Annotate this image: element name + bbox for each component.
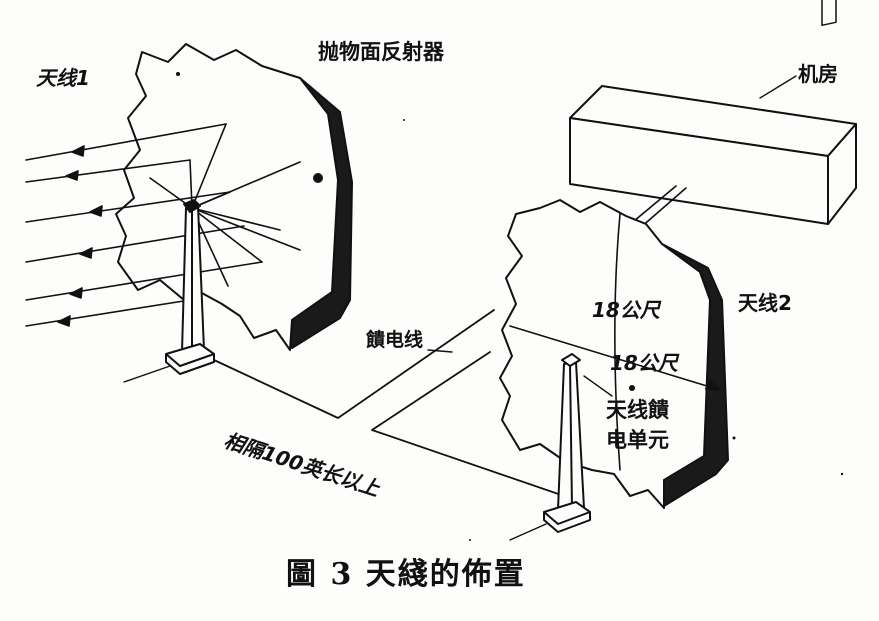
- antenna2-reflector: [499, 199, 729, 509]
- room-cable-2: [639, 187, 687, 229]
- feed-line-upper: [213, 309, 495, 419]
- antenna1-incoming-rays: [25, 123, 263, 327]
- antenna1-mast-base: [165, 343, 215, 375]
- antenna2-focus-dot: [629, 385, 635, 391]
- reflected-ray-7: [191, 207, 301, 251]
- ray-1: [25, 123, 227, 161]
- ray-4: [25, 225, 245, 263]
- antenna1-focus-dot: [313, 173, 323, 183]
- reflected-ray-5: [191, 161, 301, 209]
- antenna1-reflector: [115, 43, 353, 351]
- paper-specks: [403, 119, 844, 541]
- machine-room-label: 机房: [798, 62, 838, 86]
- antenna2-width-label: 18公尺: [610, 351, 678, 375]
- antenna2-reflector-face: [499, 199, 711, 509]
- antenna1-reflector-face: [115, 43, 339, 351]
- feed-line: [213, 309, 571, 499]
- feed-line-lower: [371, 351, 571, 499]
- antenna1-feed-mast: [123, 199, 215, 383]
- machine-room-leader: [759, 75, 797, 99]
- feed-line-label: 饋电线: [366, 329, 424, 351]
- parabolic-reflector-label: 抛物面反射器: [318, 40, 444, 64]
- ray-arrows: [57, 145, 103, 327]
- antenna2-mast-top: [561, 353, 581, 367]
- ray-5: [25, 261, 263, 301]
- antenna2-height-label: 18公尺: [592, 298, 660, 322]
- antenna2-feed-mast: [509, 353, 613, 541]
- reflected-ray-9: [191, 207, 263, 263]
- antenna1-mast-top: [183, 199, 201, 213]
- antenna2-label: 天线2: [738, 291, 792, 315]
- antenna2-mast-edge: [569, 363, 573, 509]
- antenna1-label: 天线1: [36, 66, 90, 90]
- ray-6: [25, 299, 191, 327]
- antenna1-face-dot: [176, 72, 180, 76]
- antenna2-ground-line: [509, 523, 547, 541]
- feed-unit-label-line1: 天线饋: [606, 398, 669, 422]
- antenna2-mast-base: [543, 501, 591, 533]
- figure-caption: 圖 3 天綫的佈置: [286, 557, 526, 592]
- reflected-ray-6: [191, 207, 281, 231]
- machine-room-side: [827, 123, 857, 225]
- feed-unit-label-line2: 电单元: [606, 428, 669, 452]
- reflected-ray-1: [191, 123, 227, 209]
- machine-room: [569, 0, 857, 229]
- feed-line-leader: [427, 349, 453, 353]
- antenna1-ground-line: [123, 365, 171, 383]
- antenna2-width-arrow: [705, 380, 721, 391]
- antenna1-reflected-rays: [149, 123, 301, 287]
- machine-room-door: [821, 0, 837, 27]
- ray-2: [25, 159, 191, 183]
- antenna2-width-line: [509, 325, 721, 391]
- feed-unit-leader: [583, 375, 613, 397]
- antenna2-height-line: [613, 213, 621, 471]
